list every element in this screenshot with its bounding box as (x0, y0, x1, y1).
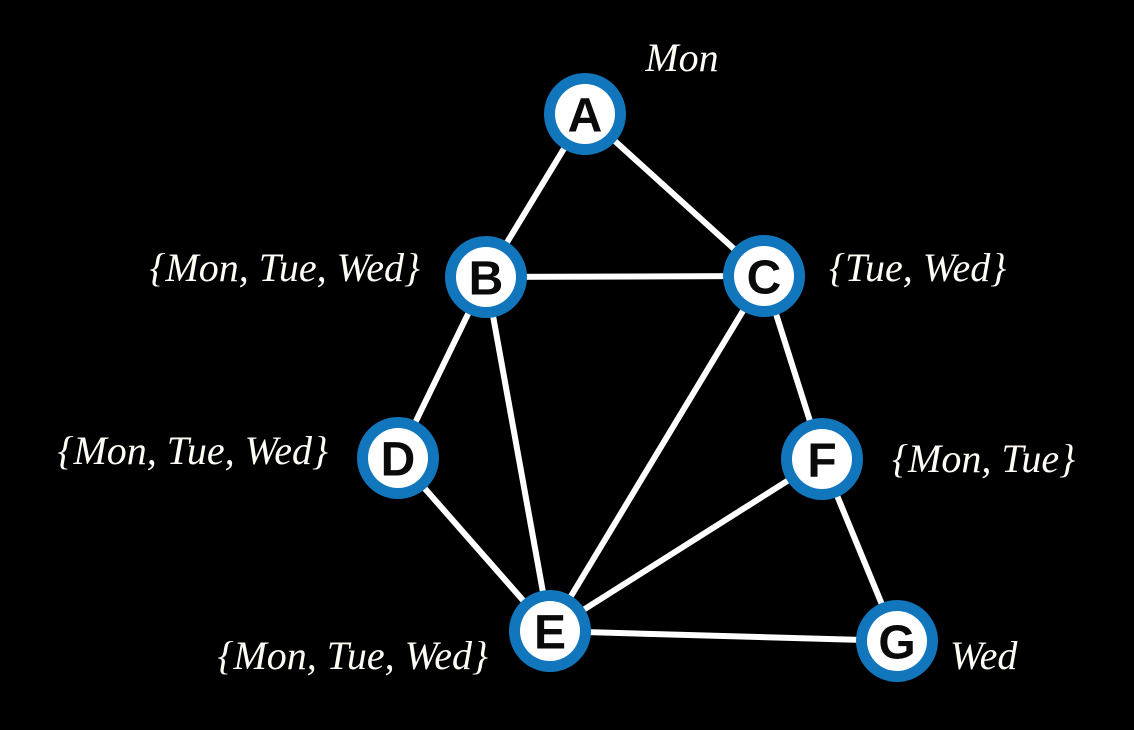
edge-B-C (483, 273, 767, 280)
domain-label-A: Mon (644, 35, 718, 80)
labels-layer: Mon {Mon, Tue, Wed} {Tue, Wed} {Mon, Tue, W… (57, 35, 1075, 678)
node-A: A (544, 73, 626, 155)
node-letter-A: A (568, 89, 603, 142)
node-face (368, 428, 428, 488)
node-letter-C: C (747, 251, 782, 304)
node-letter-B: B (469, 252, 504, 305)
node-D: D (357, 417, 439, 499)
edges-layer (395, 111, 900, 644)
edge-C-E (547, 273, 767, 634)
node-face (456, 247, 516, 307)
domain-label-G: Wed (950, 633, 1018, 678)
node-face (867, 611, 927, 671)
node-B: B (445, 236, 527, 318)
domain-label-B: {Mon, Tue, Wed} (149, 245, 420, 290)
node-face (520, 601, 580, 661)
node-letter-F: F (807, 434, 836, 487)
edge-B-E (483, 274, 553, 634)
node-letter-D: D (381, 433, 416, 486)
nodes-layer: A B C D F E G (357, 73, 938, 682)
node-letter-E: E (534, 606, 566, 659)
node-C: C (723, 235, 805, 317)
node-face (734, 246, 794, 306)
node-face (792, 429, 852, 489)
node-letter-G: G (878, 616, 915, 669)
domain-label-C: {Tue, Wed} (829, 245, 1006, 290)
domain-label-E: {Mon, Tue, Wed} (217, 633, 488, 678)
edge-E-G (547, 628, 900, 644)
node-G: G (856, 600, 938, 682)
node-E: E (509, 590, 591, 672)
edge-E-F (547, 456, 825, 634)
node-face (555, 84, 615, 144)
domain-label-D: {Mon, Tue, Wed} (57, 428, 328, 473)
node-F: F (781, 418, 863, 500)
domain-label-F: {Mon, Tue} (892, 436, 1075, 481)
